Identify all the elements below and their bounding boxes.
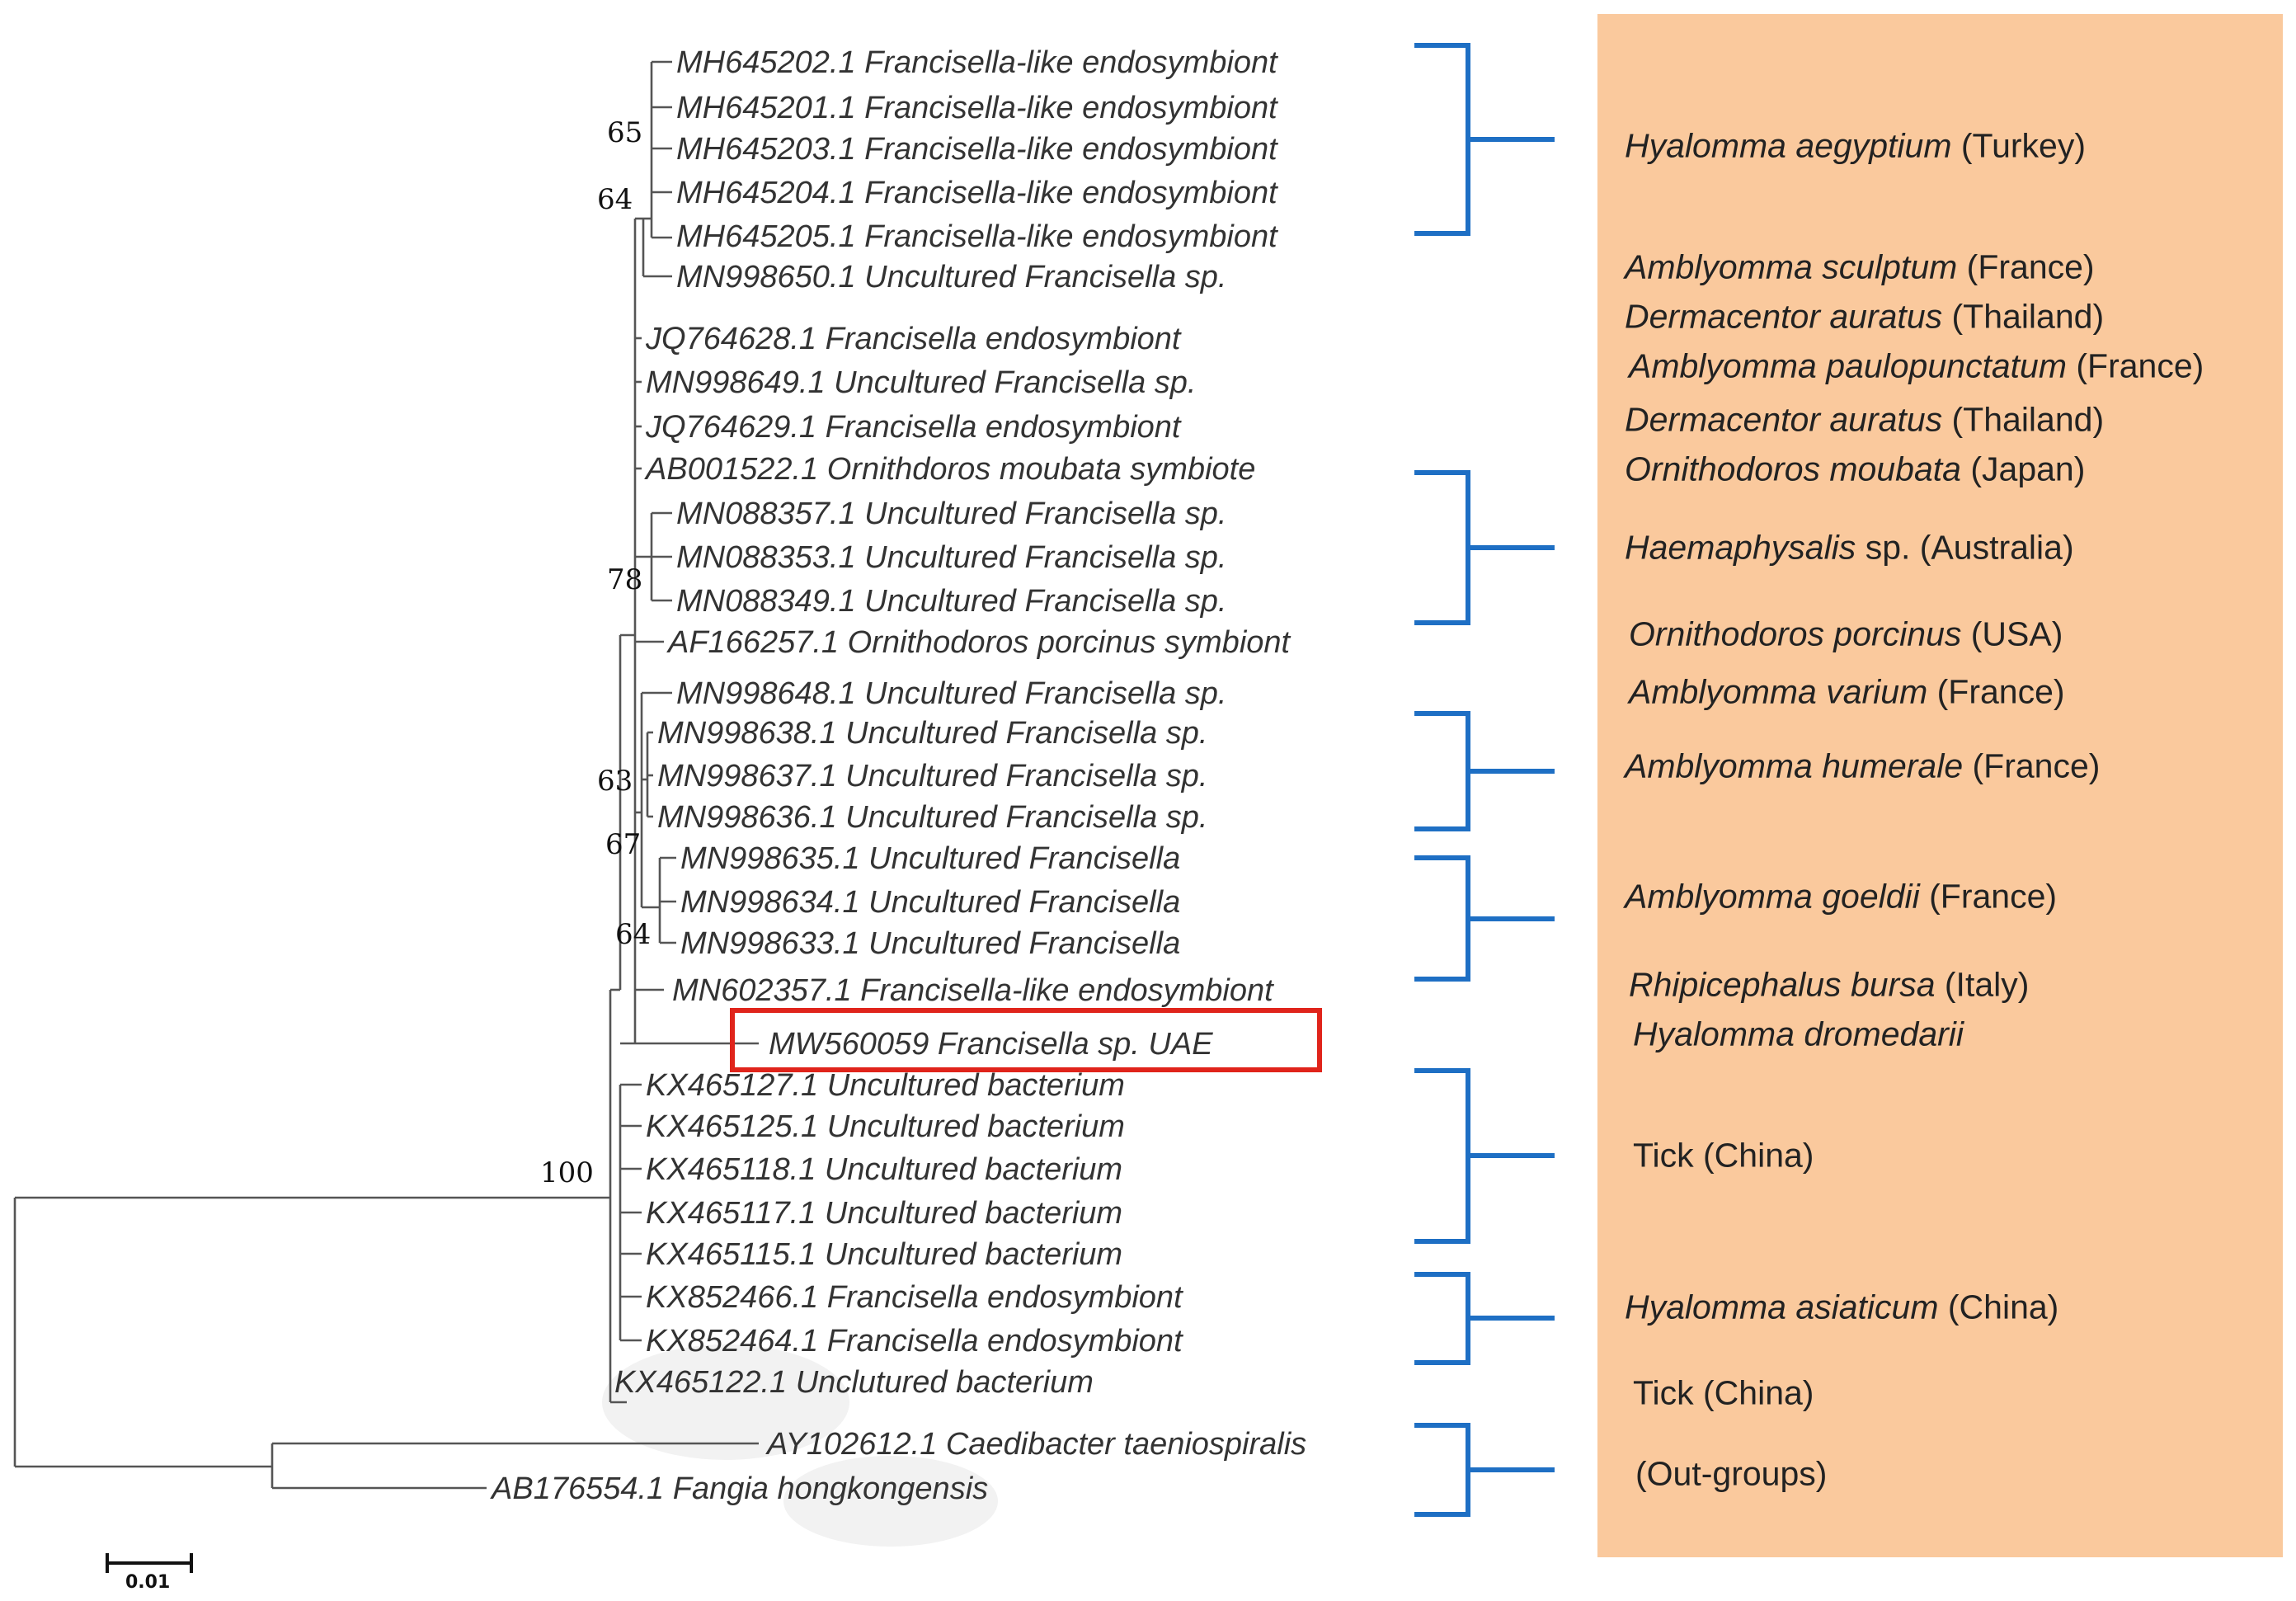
taxon-label: AB176554.1 Fangia hongkongensis: [490, 1472, 988, 1506]
taxon-label: MH645202.1 Francisella-like endosymbiont: [676, 45, 1278, 80]
host-label: Haemaphysalis sp. (Australia): [1625, 528, 2074, 567]
taxon-labels: MH645202.1 Francisella-like endosymbiont…: [490, 45, 1306, 1506]
taxon-label: KX852464.1 Francisella endosymbiont: [646, 1324, 1183, 1358]
taxon-label: MH645205.1 Francisella-like endosymbiont: [676, 219, 1278, 254]
host-label: Hyalomma asiaticum (China): [1625, 1288, 2059, 1326]
host-label: Amblyomma sculptum (France): [1625, 247, 2095, 286]
host-label: Dermacentor auratus (Thailand): [1625, 400, 2105, 439]
taxon-label: AY102612.1 Caedibacter taeniospiralis: [765, 1427, 1306, 1462]
host-annotation-panel: Hyalomma aegyptium (Turkey) Amblyomma sc…: [1597, 14, 2283, 1557]
bootstrap-value: 64: [597, 183, 633, 216]
bootstrap-value: 64: [615, 918, 651, 951]
clade-bracket: [1414, 43, 1555, 236]
bootstrap-value: 78: [607, 563, 642, 596]
taxon-label-highlighted: MW560059 Francisella sp. UAE: [769, 1027, 1213, 1062]
bootstrap-value: 65: [607, 116, 642, 149]
clade-bracket: [1414, 1068, 1555, 1244]
clade-bracket: [1414, 711, 1555, 831]
taxon-label: AF166257.1 Ornithodoros porcinus symbion…: [666, 625, 1292, 660]
taxon-label: MN998649.1 Uncultured Francisella sp.: [646, 365, 1196, 400]
taxon-label: MN998638.1 Uncultured Francisella sp.: [657, 716, 1207, 751]
clade-brackets: [1414, 43, 1555, 1517]
taxon-label: KX465118.1 Uncultured bacterium: [646, 1152, 1122, 1187]
taxon-label: MN998633.1 Uncultured Francisella: [680, 926, 1180, 961]
taxon-label: MH645203.1 Francisella-like endosymbiont: [676, 132, 1278, 167]
taxon-label: MN602357.1 Francisella-like endosymbiont: [672, 973, 1274, 1008]
taxon-label: KX465117.1 Uncultured bacterium: [646, 1196, 1122, 1231]
host-label: Dermacentor auratus (Thailand): [1625, 297, 2105, 336]
host-label: Amblyomma varium (France): [1629, 672, 2065, 711]
taxon-label: KX852466.1 Francisella endosymbiont: [646, 1280, 1183, 1315]
host-label: Amblyomma goeldii (France): [1625, 877, 2058, 916]
taxon-label: MN088349.1 Uncultured Francisella sp.: [676, 584, 1226, 619]
bootstrap-value: 100: [540, 1156, 594, 1189]
background-watermark: [602, 1344, 998, 1547]
scale-bar-label: 0.01: [125, 1572, 170, 1593]
taxon-label: KX465122.1 Unclutured bacterium: [614, 1365, 1094, 1400]
host-label: Rhipicephalus bursa (Italy): [1629, 965, 2030, 1004]
taxon-label: MH645204.1 Francisella-like endosymbiont: [676, 176, 1278, 210]
taxon-label: MN998648.1 Uncultured Francisella sp.: [676, 676, 1226, 711]
host-label: Ornithodoros porcinus (USA): [1629, 615, 2063, 653]
host-label: (Out-groups): [1635, 1454, 1828, 1493]
taxon-label: MN998637.1 Uncultured Francisella sp.: [657, 759, 1207, 793]
taxon-label: MH645201.1 Francisella-like endosymbiont: [676, 91, 1278, 125]
taxon-label: JQ764628.1 Francisella endosymbiont: [645, 322, 1182, 356]
taxon-label: KX465127.1 Uncultured bacterium: [646, 1068, 1125, 1103]
bootstrap-value: 63: [597, 765, 633, 798]
host-label: Hyalomma dromedarii: [1633, 1015, 1964, 1053]
host-label: Amblyomma paulopunctatum (France): [1629, 346, 2204, 385]
taxon-label: MN998634.1 Uncultured Francisella: [680, 885, 1180, 920]
bootstrap-values: 65 64 78 63 67 64 100: [540, 116, 651, 1189]
bootstrap-value: 67: [605, 828, 641, 861]
taxon-label: MN998635.1 Uncultured Francisella: [680, 841, 1180, 876]
clade-bracket: [1414, 1272, 1555, 1365]
taxon-label: JQ764629.1 Francisella endosymbiont: [645, 410, 1182, 445]
taxon-label: AB001522.1 Ornithdoros moubata symbiote: [644, 452, 1255, 487]
host-label: Tick (China): [1633, 1373, 1814, 1412]
tree-branches: [13, 60, 759, 1490]
clade-bracket: [1414, 470, 1555, 625]
highlight-box: [730, 1008, 1322, 1072]
taxon-label: MN998636.1 Uncultured Francisella sp.: [657, 800, 1207, 835]
taxon-label: MN998650.1 Uncultured Francisella sp.: [676, 260, 1226, 294]
scale-bar: 0.01: [106, 1553, 193, 1593]
host-label: Tick (China): [1633, 1136, 1814, 1175]
clade-bracket: [1414, 1423, 1555, 1517]
taxon-label: MN088353.1 Uncultured Francisella sp.: [676, 540, 1226, 575]
taxon-label: KX465125.1 Uncultured bacterium: [646, 1109, 1125, 1144]
taxon-label: MN088357.1 Uncultured Francisella sp.: [676, 497, 1226, 531]
host-label: Hyalomma aegyptium (Turkey): [1625, 126, 2086, 165]
host-label: Amblyomma humerale (France): [1625, 746, 2101, 785]
taxon-label: KX465115.1 Uncultured bacterium: [646, 1237, 1122, 1272]
host-label: Ornithodoros moubata (Japan): [1625, 450, 2086, 488]
clade-bracket: [1414, 855, 1555, 982]
